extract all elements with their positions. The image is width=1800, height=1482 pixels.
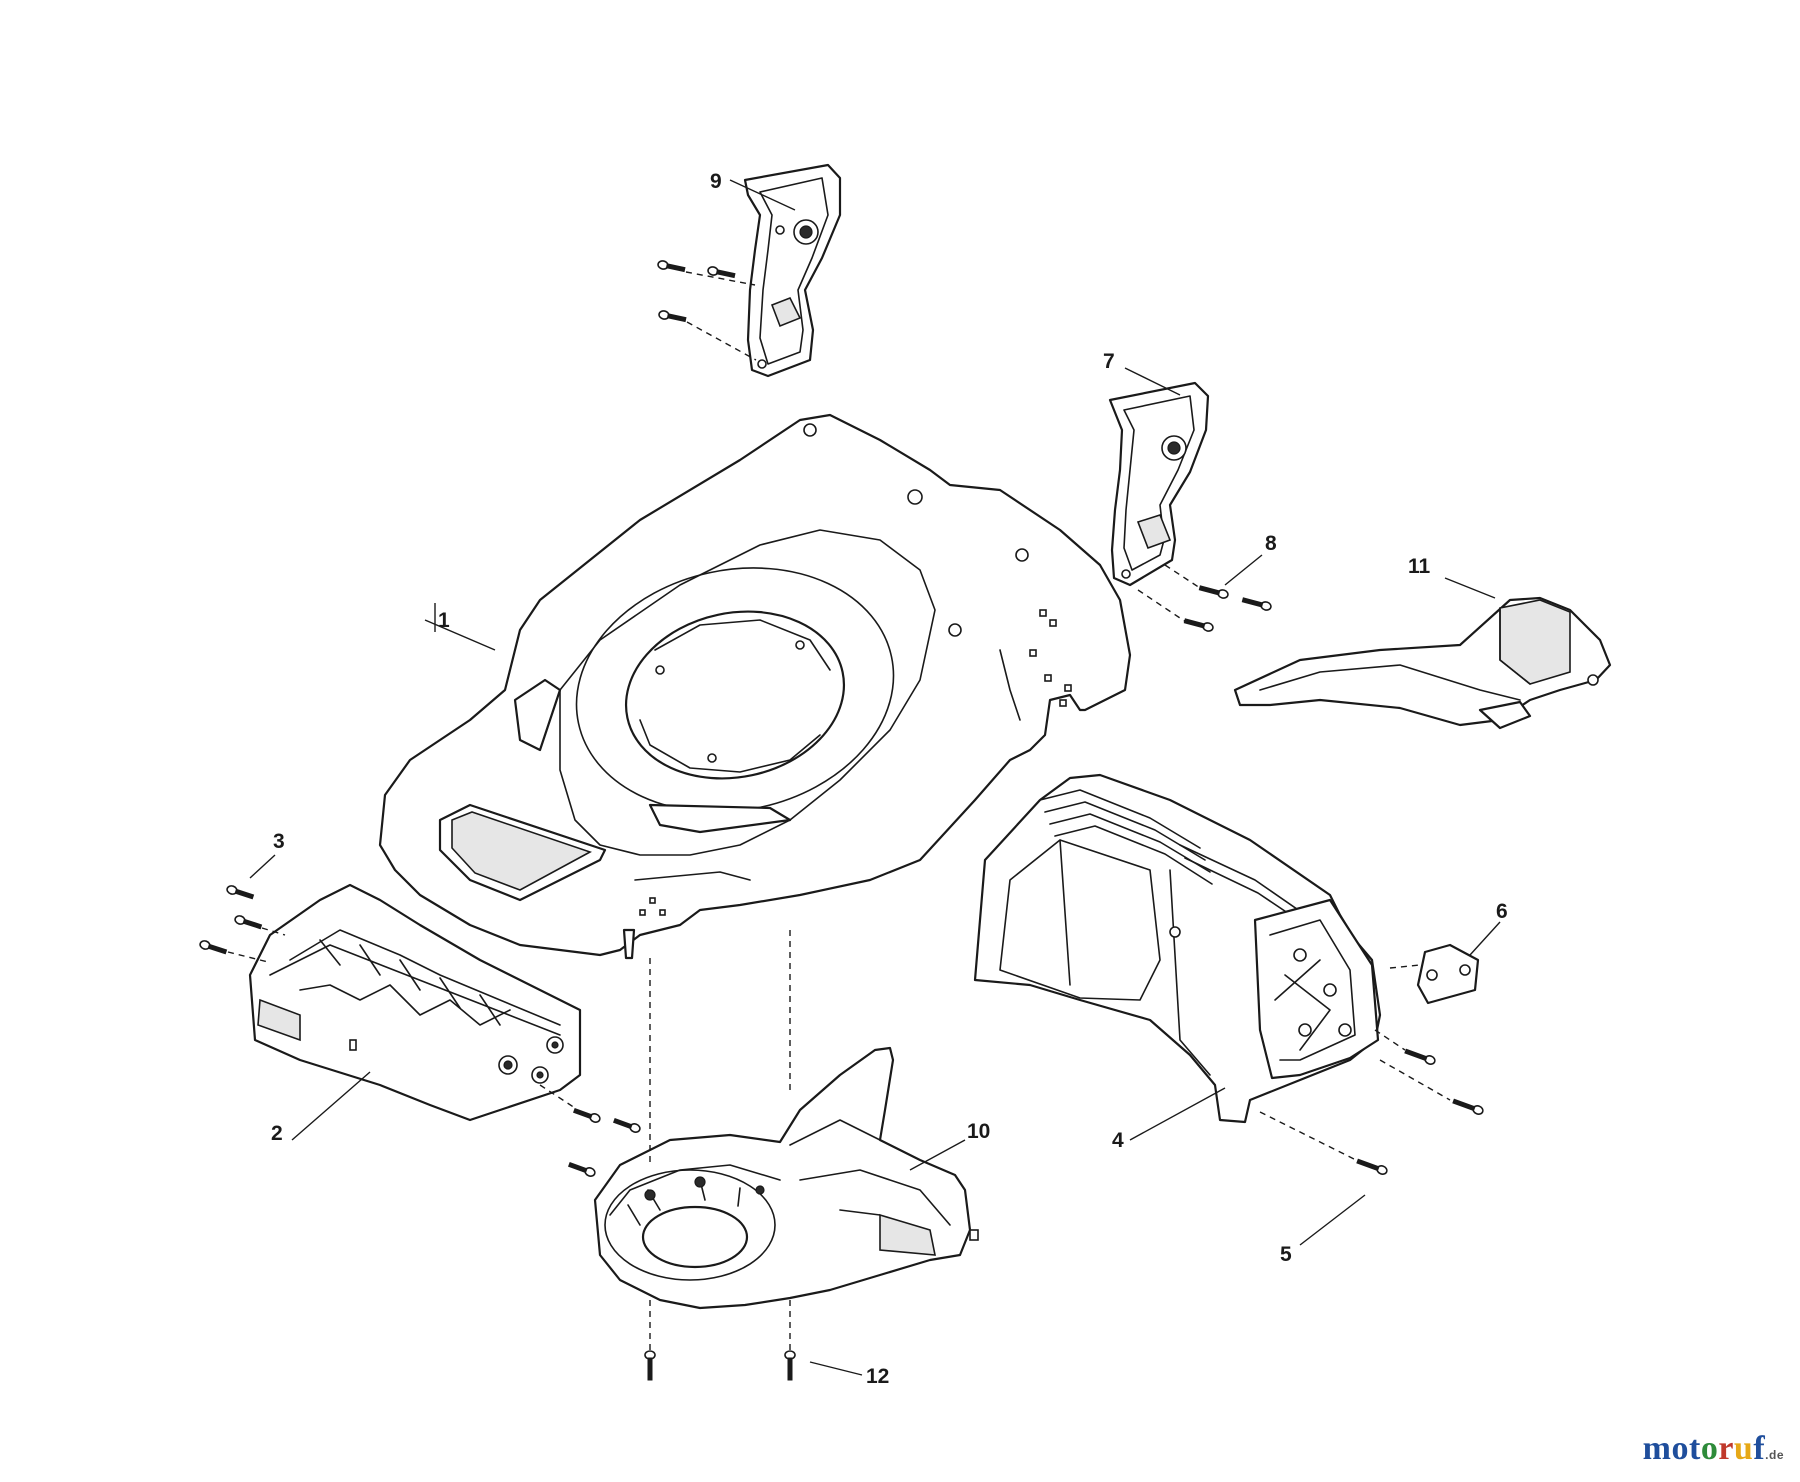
part-7-handle-bracket — [1108, 381, 1210, 587]
part-9-handle-bracket — [743, 163, 842, 378]
part-6-plate — [1389, 943, 1480, 1005]
part-1-deck-housing — [378, 413, 1132, 960]
part-8-screws — [1137, 564, 1272, 632]
part-2-rear-guard — [248, 883, 582, 1122]
logo-letter: o — [1700, 1430, 1719, 1467]
part-10-deflector — [593, 1046, 979, 1310]
callout-11: 11 — [1408, 555, 1431, 578]
logo-letter: t — [1688, 1430, 1701, 1467]
part-11-flap — [1233, 596, 1612, 730]
callout-numbers: 1 2 3 4 5 6 7 8 9 10 11 12 — [271, 170, 1508, 1388]
logo-letter: r — [1718, 1430, 1734, 1467]
logo-letter: f — [1753, 1430, 1766, 1467]
callout-9: 9 — [710, 170, 722, 193]
logo-letter: m — [1642, 1430, 1672, 1467]
part-4-grass-chute — [973, 773, 1382, 1124]
callout-3: 3 — [273, 830, 285, 853]
logo-suffix: .de — [1765, 1448, 1784, 1462]
callout-10: 10 — [967, 1120, 990, 1143]
logo-letters: motoruf — [1643, 1430, 1766, 1467]
callout-7: 7 — [1103, 350, 1115, 373]
part-3-screws — [199, 885, 286, 963]
callout-1: 1 — [438, 609, 450, 632]
callout-2: 2 — [271, 1122, 283, 1145]
callout-5: 5 — [1280, 1243, 1292, 1266]
motoruf-logo: motoruf.de — [1643, 1430, 1784, 1468]
callout-8: 8 — [1265, 532, 1277, 555]
part-2-screws — [539, 1084, 641, 1177]
callout-4: 4 — [1112, 1129, 1124, 1152]
leader-lines — [249, 179, 1501, 1376]
part-12-screws — [644, 1350, 796, 1381]
callout-6: 6 — [1496, 900, 1508, 923]
part-5-screws — [1259, 1029, 1484, 1175]
logo-letter: u — [1733, 1430, 1754, 1467]
logo-letter: o — [1671, 1430, 1689, 1467]
part-9-screws — [657, 260, 757, 361]
callout-12: 12 — [866, 1365, 889, 1388]
